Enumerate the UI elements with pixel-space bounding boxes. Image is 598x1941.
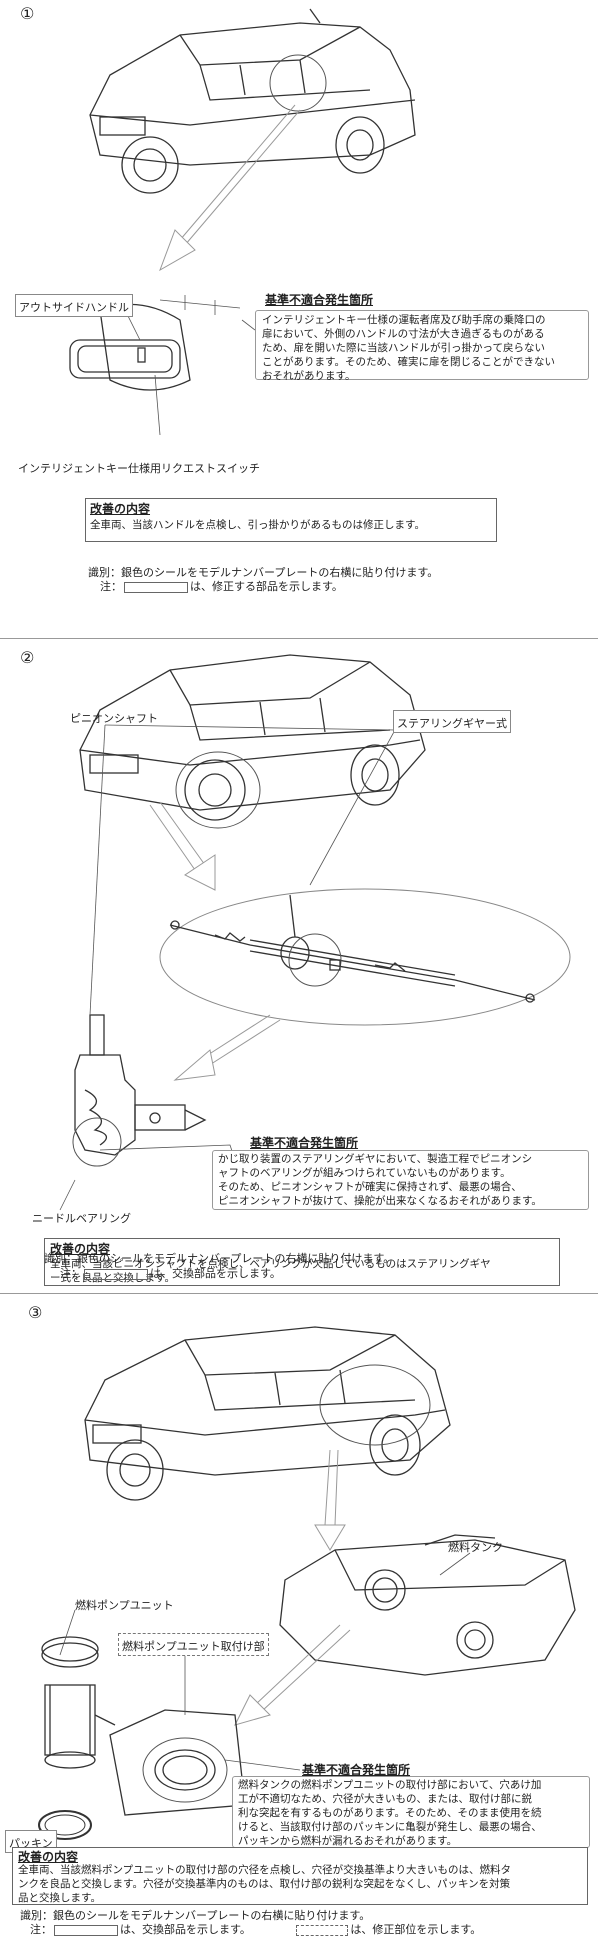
note: 注：は、交換部品を示します。 は、修正部位を示します。: [30, 1923, 482, 1936]
fix-box: [44, 1238, 560, 1286]
callout-arrow: [314, 1449, 346, 1551]
problem-line: そのため、ピニオンシャフトが確実に保持されず、最悪の場合、: [218, 1181, 522, 1193]
fix-line: 品と交換します。: [18, 1892, 101, 1904]
steering-gear-illustration: [159, 888, 571, 1026]
note: 注：は、修正する部品を示します。: [100, 580, 343, 593]
section-number: ①: [20, 4, 35, 23]
callout-arrow: [149, 801, 216, 891]
label-box: ステアリングギヤー式: [393, 710, 511, 733]
problem-box: [212, 1150, 589, 1210]
car-illustration: [89, 8, 416, 194]
packing-illustration: [38, 1810, 92, 1840]
problem-line: パッキンから燃料が漏れるおそれがあります。: [238, 1835, 458, 1847]
fuel-pump-label: 燃料ポンプユニット: [75, 1599, 174, 1612]
pinion-shaft-label: ピニオンシャフト: [70, 712, 158, 725]
problem-box: [255, 310, 589, 380]
callout-arrow-2: [234, 1624, 351, 1726]
callout-arrow-2: [173, 1014, 281, 1081]
fix-line: ンクを良品と交換します。穴径が交換基準内のものは、取付け部の鋭利な突起をなくし、…: [18, 1878, 511, 1890]
problem-title: 基準不適合発生箇所: [250, 1136, 359, 1150]
section-1: ①: [0, 0, 598, 640]
identification: 識別：銀色のシールをモデルナンバープレートの右横に貼り付けます。: [20, 1909, 371, 1922]
problem-text: かじ取り装置のステアリングギヤにおいて、製造工程でピニオンシャフトのベアリングが…: [218, 1152, 542, 1208]
problem-line: けると、当該取付け部のパッキンに亀裂が発生し、最悪の場合、: [238, 1821, 542, 1833]
fix-box: [12, 1847, 588, 1905]
car-illustration: [84, 1326, 451, 1501]
problem-line: おそれがあります。: [262, 370, 356, 382]
fix-text: 全車両、当該ハンドルを点検し、引っ掛かりがあるものは修正します。: [90, 518, 425, 532]
needle-bearing-label: ニードルベアリング: [32, 1212, 131, 1225]
problem-line: かじ取り装置のステアリングギヤにおいて、製造工程でピニオンシ: [218, 1153, 533, 1165]
problem-line: ピニオンシャフトが抜けて、操舵が出来なくなるおそれがあります。: [218, 1195, 542, 1207]
problem-line: 燃料タンクの燃料ポンプユニットの取付け部において、穴あけ加: [238, 1779, 542, 1791]
identification: 識別：銀色のシールをモデルナンバープレートの右横に貼り付けます。: [44, 1252, 395, 1265]
problem-line: 扉において、外側のハンドルの寸法が大き過ぎるものがある: [262, 328, 545, 340]
fix-line: 全車両、当該ピニオンシャフトを点検し、ベアリングが欠品しているものはステアリング…: [50, 1258, 491, 1270]
packing-label: パッキン: [9, 1837, 53, 1850]
problem-line: ため、扉を開いた際に当該ハンドルが引っ掛かって戻らない: [262, 342, 545, 354]
section-number: ③: [28, 1303, 43, 1322]
identification: 識別：銀色のシールをモデルナンバープレートの右横に貼り付けます。: [88, 566, 439, 579]
request-switch-label: インテリジェントキー仕様用リクエストスイッチ: [18, 462, 260, 475]
fuel-tank-illustration: [279, 1534, 576, 1676]
problem-title: 基準不適合発生箇所: [265, 293, 374, 307]
steering-gear-label: ステアリングギヤー式: [397, 717, 507, 730]
mount-illustration: [109, 1709, 246, 1816]
legend-solid-box: [54, 1924, 118, 1936]
problem-text: 燃料タンクの燃料ポンプユニットの取付け部において、穴あけ加工が不適切なため、穴径…: [238, 1778, 542, 1848]
section-3: ③: [0, 1295, 598, 1941]
fuel-pump-illustration: [41, 1636, 116, 1769]
fix-title: 改善の内容: [50, 1242, 111, 1256]
fuel-tank-label: 燃料タンク: [448, 1541, 503, 1554]
callout-arrow: [159, 104, 301, 272]
car-illustration: [79, 654, 426, 829]
problem-line: インテリジェントキー仕様の運転者席及び助手席の乗降口の: [262, 314, 546, 326]
fix-box: [85, 498, 497, 542]
section-number: ②: [20, 648, 35, 667]
fix-line: 全車両、当該燃料ポンプユニットの取付け部の穴径を点検し、穴径が交換基準より大きい…: [18, 1864, 511, 1876]
problem-text: インテリジェントキー仕様の運転者席及び助手席の乗降口の扉において、外側のハンドル…: [262, 313, 555, 383]
label-box: 燃料ポンプユニット取付け部: [118, 1633, 269, 1656]
section-2: ②: [0, 640, 598, 1286]
outside-handle-label: アウトサイドハンドル: [19, 301, 129, 314]
fix-line: 全車両、当該ハンドルを点検し、引っ掛かりがあるものは修正します。: [90, 519, 425, 531]
mount-label: 燃料ポンプユニット取付け部: [122, 1640, 265, 1653]
problem-line: 利な突起を有するものがあります。そのため、そのまま使用を続: [238, 1807, 542, 1819]
legend-solid-box: [84, 1268, 148, 1280]
problem-line: ャフトのベアリングが組みつけられていないものがあります。: [218, 1167, 511, 1179]
divider: [0, 1293, 598, 1294]
note: 注：は、交換部品を示します。: [60, 1267, 281, 1280]
divider: [0, 638, 598, 639]
fix-line: ー式を良品と交換します。: [50, 1272, 175, 1284]
legend-dashed-box: [296, 1924, 349, 1936]
fix-text: 全車両、当該ピニオンシャフトを点検し、ベアリングが欠品しているものはステアリング…: [50, 1257, 491, 1285]
problem-line: ことがあります。そのため、確実に扉を閉じることができない: [262, 356, 555, 368]
label-box: アウトサイドハンドル: [15, 294, 133, 317]
pinion-shaft-illustration: [72, 1014, 207, 1167]
fix-title: 改善の内容: [18, 1850, 79, 1864]
problem-title: 基準不適合発生箇所: [302, 1763, 411, 1777]
fix-text: 全車両、当該燃料ポンプユニットの取付け部の穴径を点検し、穴径が交換基準より大きい…: [18, 1863, 511, 1905]
legend-solid-box: [124, 581, 188, 593]
problem-line: 工が不適切なため、穴径が大きいもの、または、取付け部に鋭: [238, 1793, 532, 1805]
fix-title: 改善の内容: [90, 502, 151, 516]
